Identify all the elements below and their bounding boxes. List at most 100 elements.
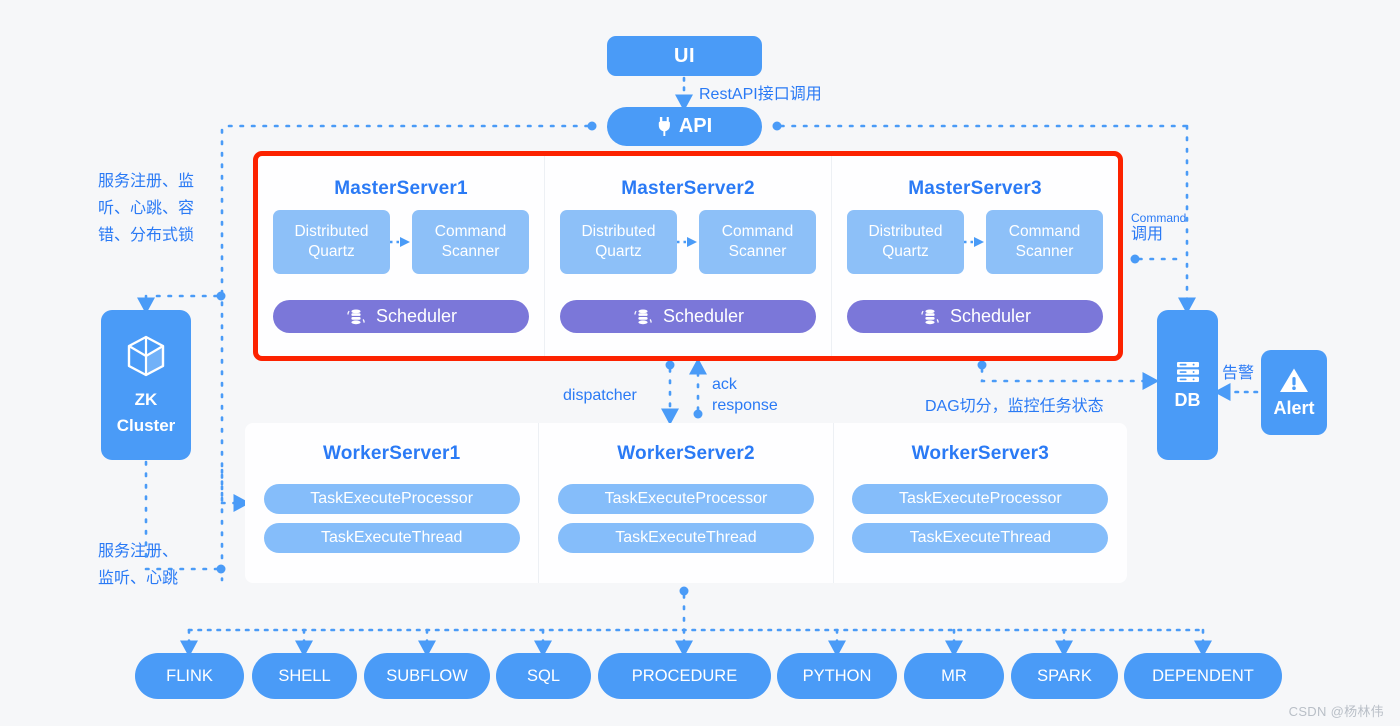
zk-bottom-annotation-line1: 服务注册、 [98, 543, 179, 560]
worker-server-1[interactable]: WorkerServer1 TaskExecuteProcessor TaskE… [245, 423, 538, 583]
task-type-flink[interactable]: FLINK [135, 653, 244, 699]
master-server-title: MasterServer3 [908, 178, 1042, 199]
ack-response-edge-label: ack response [712, 374, 778, 416]
command-scanner-line2: Scanner [728, 243, 787, 260]
task-type-subflow[interactable]: SUBFLOW [364, 653, 490, 699]
distributed-quartz-line2: Quartz [882, 243, 929, 260]
master-server-3[interactable]: MasterServer3 Distributed Quartz Command… [831, 156, 1118, 356]
zk-label-line2: Cluster [116, 416, 176, 435]
master-server-group: MasterServer1 Distributed Quartz Command… [253, 151, 1123, 361]
scheduler-pill[interactable]: Scheduler [847, 300, 1103, 333]
scheduler-pill[interactable]: Scheduler [273, 300, 529, 333]
scheduler-pill[interactable]: Scheduler [560, 300, 816, 333]
scheduler-label: Scheduler [949, 306, 1032, 326]
scheduler-label: Scheduler [375, 306, 458, 326]
task-type-dependent[interactable]: DEPENDENT [1124, 653, 1282, 699]
ui-label: UI [674, 44, 695, 67]
database-sync-icon [345, 308, 367, 326]
ui-node[interactable]: UI [607, 36, 762, 76]
zk-top-annotation-line2: 听、心跳、容 [98, 200, 195, 217]
task-type-label: SHELL [278, 666, 331, 685]
task-type-shell[interactable]: SHELL [252, 653, 357, 699]
command-scanner-box[interactable]: Command Scanner [412, 210, 529, 274]
command-scanner-line1: Command [721, 223, 794, 240]
task-type-procedure[interactable]: PROCEDURE [598, 653, 771, 699]
db-node[interactable]: DB [1157, 310, 1218, 460]
zk-label-line1: ZK [134, 390, 158, 409]
task-execute-processor-pill[interactable]: TaskExecuteProcessor [852, 484, 1109, 514]
master-components-row: Distributed Quartz Command Scanner [560, 210, 816, 274]
task-execute-thread-pill[interactable]: TaskExecuteThread [557, 523, 814, 553]
distributed-quartz-line2: Quartz [308, 243, 355, 260]
zk-top-annotation-line1: 服务注册、监 [98, 173, 195, 190]
task-type-row: FLINK SHELL SUBFLOW SQL PROCEDURE PYTHON… [0, 653, 1400, 699]
database-sync-icon [919, 308, 941, 326]
distributed-quartz-box[interactable]: Distributed Quartz [847, 210, 964, 274]
task-execute-processor-label: TaskExecuteProcessor [310, 490, 474, 507]
database-sync-icon [632, 308, 654, 326]
distributed-quartz-box[interactable]: Distributed Quartz [273, 210, 390, 274]
master-server-title: MasterServer1 [334, 178, 468, 199]
restapi-edge-label: RestAPI接口调用 [699, 86, 822, 103]
db-label: DB [1174, 390, 1201, 410]
task-execute-processor-label: TaskExecuteProcessor [898, 490, 1062, 507]
distributed-quartz-box[interactable]: Distributed Quartz [560, 210, 677, 274]
dag-edge-label: DAG切分，监控任务状态 [925, 398, 1104, 415]
warning-triangle-icon [1280, 368, 1308, 392]
cube-icon [127, 335, 165, 377]
quartz-to-scanner-arrow-icon [964, 237, 984, 247]
master-server-2[interactable]: MasterServer2 Distributed Quartz Command… [544, 156, 831, 356]
alert-edge-label: 告警 [1222, 365, 1255, 382]
task-type-label: MR [941, 666, 967, 685]
worker-server-title: WorkerServer3 [911, 443, 1050, 464]
command-scanner-line2: Scanner [441, 243, 500, 260]
api-label: API [678, 115, 713, 137]
zk-cluster-node[interactable]: ZK Cluster [101, 310, 191, 460]
scheduler-label: Scheduler [662, 306, 745, 326]
master-server-1[interactable]: MasterServer1 Distributed Quartz Command… [258, 156, 544, 356]
task-execute-thread-pill[interactable]: TaskExecuteThread [263, 523, 520, 553]
task-type-label: DEPENDENT [1152, 666, 1254, 685]
task-execute-thread-pill[interactable]: TaskExecuteThread [852, 523, 1109, 553]
distributed-quartz-line1: Distributed [581, 223, 656, 240]
worker-server-group: WorkerServer1 TaskExecuteProcessor TaskE… [245, 423, 1127, 583]
master-server-title: MasterServer2 [621, 178, 755, 199]
command-line2: 调用 [1131, 226, 1164, 243]
task-type-label: PYTHON [802, 666, 872, 685]
task-execute-processor-pill[interactable]: TaskExecuteProcessor [263, 484, 520, 514]
worker-server-2[interactable]: WorkerServer2 TaskExecuteProcessor TaskE… [538, 423, 832, 583]
worker-server-title: WorkerServer1 [322, 443, 461, 464]
zk-top-annotation-line3: 错、分布式锁 [98, 227, 195, 244]
api-node[interactable]: API [607, 107, 762, 146]
task-type-label: FLINK [166, 666, 213, 685]
command-edge-label: Command 调用 [1131, 211, 1186, 245]
master-components-row: Distributed Quartz Command Scanner [847, 210, 1103, 274]
command-scanner-box[interactable]: Command Scanner [699, 210, 816, 274]
task-type-spark[interactable]: SPARK [1011, 653, 1118, 699]
dispatcher-edge-label: dispatcher [563, 387, 637, 404]
worker-server-title: WorkerServer2 [617, 443, 755, 464]
task-type-sql[interactable]: SQL [496, 653, 591, 699]
command-scanner-line1: Command [1008, 223, 1081, 240]
task-execute-processor-pill[interactable]: TaskExecuteProcessor [557, 484, 814, 514]
task-execute-processor-label: TaskExecuteProcessor [604, 490, 768, 507]
task-execute-thread-label: TaskExecuteThread [615, 529, 757, 546]
task-type-mr[interactable]: MR [904, 653, 1004, 699]
command-scanner-line2: Scanner [1015, 243, 1074, 260]
worker-server-3[interactable]: WorkerServer3 TaskExecuteProcessor TaskE… [832, 423, 1127, 583]
distributed-quartz-line1: Distributed [868, 223, 943, 240]
plug-icon [657, 117, 672, 136]
task-type-label: PROCEDURE [631, 666, 738, 685]
task-type-label: SUBFLOW [386, 666, 468, 685]
alert-node[interactable]: Alert [1261, 350, 1327, 435]
zk-bottom-annotation: 服务注册、 监听、心跳 [98, 538, 223, 592]
task-execute-thread-label: TaskExecuteThread [320, 529, 463, 546]
task-type-label: SPARK [1037, 666, 1092, 685]
ack-line1: ack [712, 376, 737, 393]
task-type-python[interactable]: PYTHON [777, 653, 897, 699]
master-components-row: Distributed Quartz Command Scanner [273, 210, 529, 274]
distributed-quartz-line1: Distributed [294, 223, 369, 240]
zk-bottom-annotation-line2: 监听、心跳 [98, 570, 179, 587]
ack-line2: response [712, 397, 778, 414]
command-scanner-box[interactable]: Command Scanner [986, 210, 1103, 274]
